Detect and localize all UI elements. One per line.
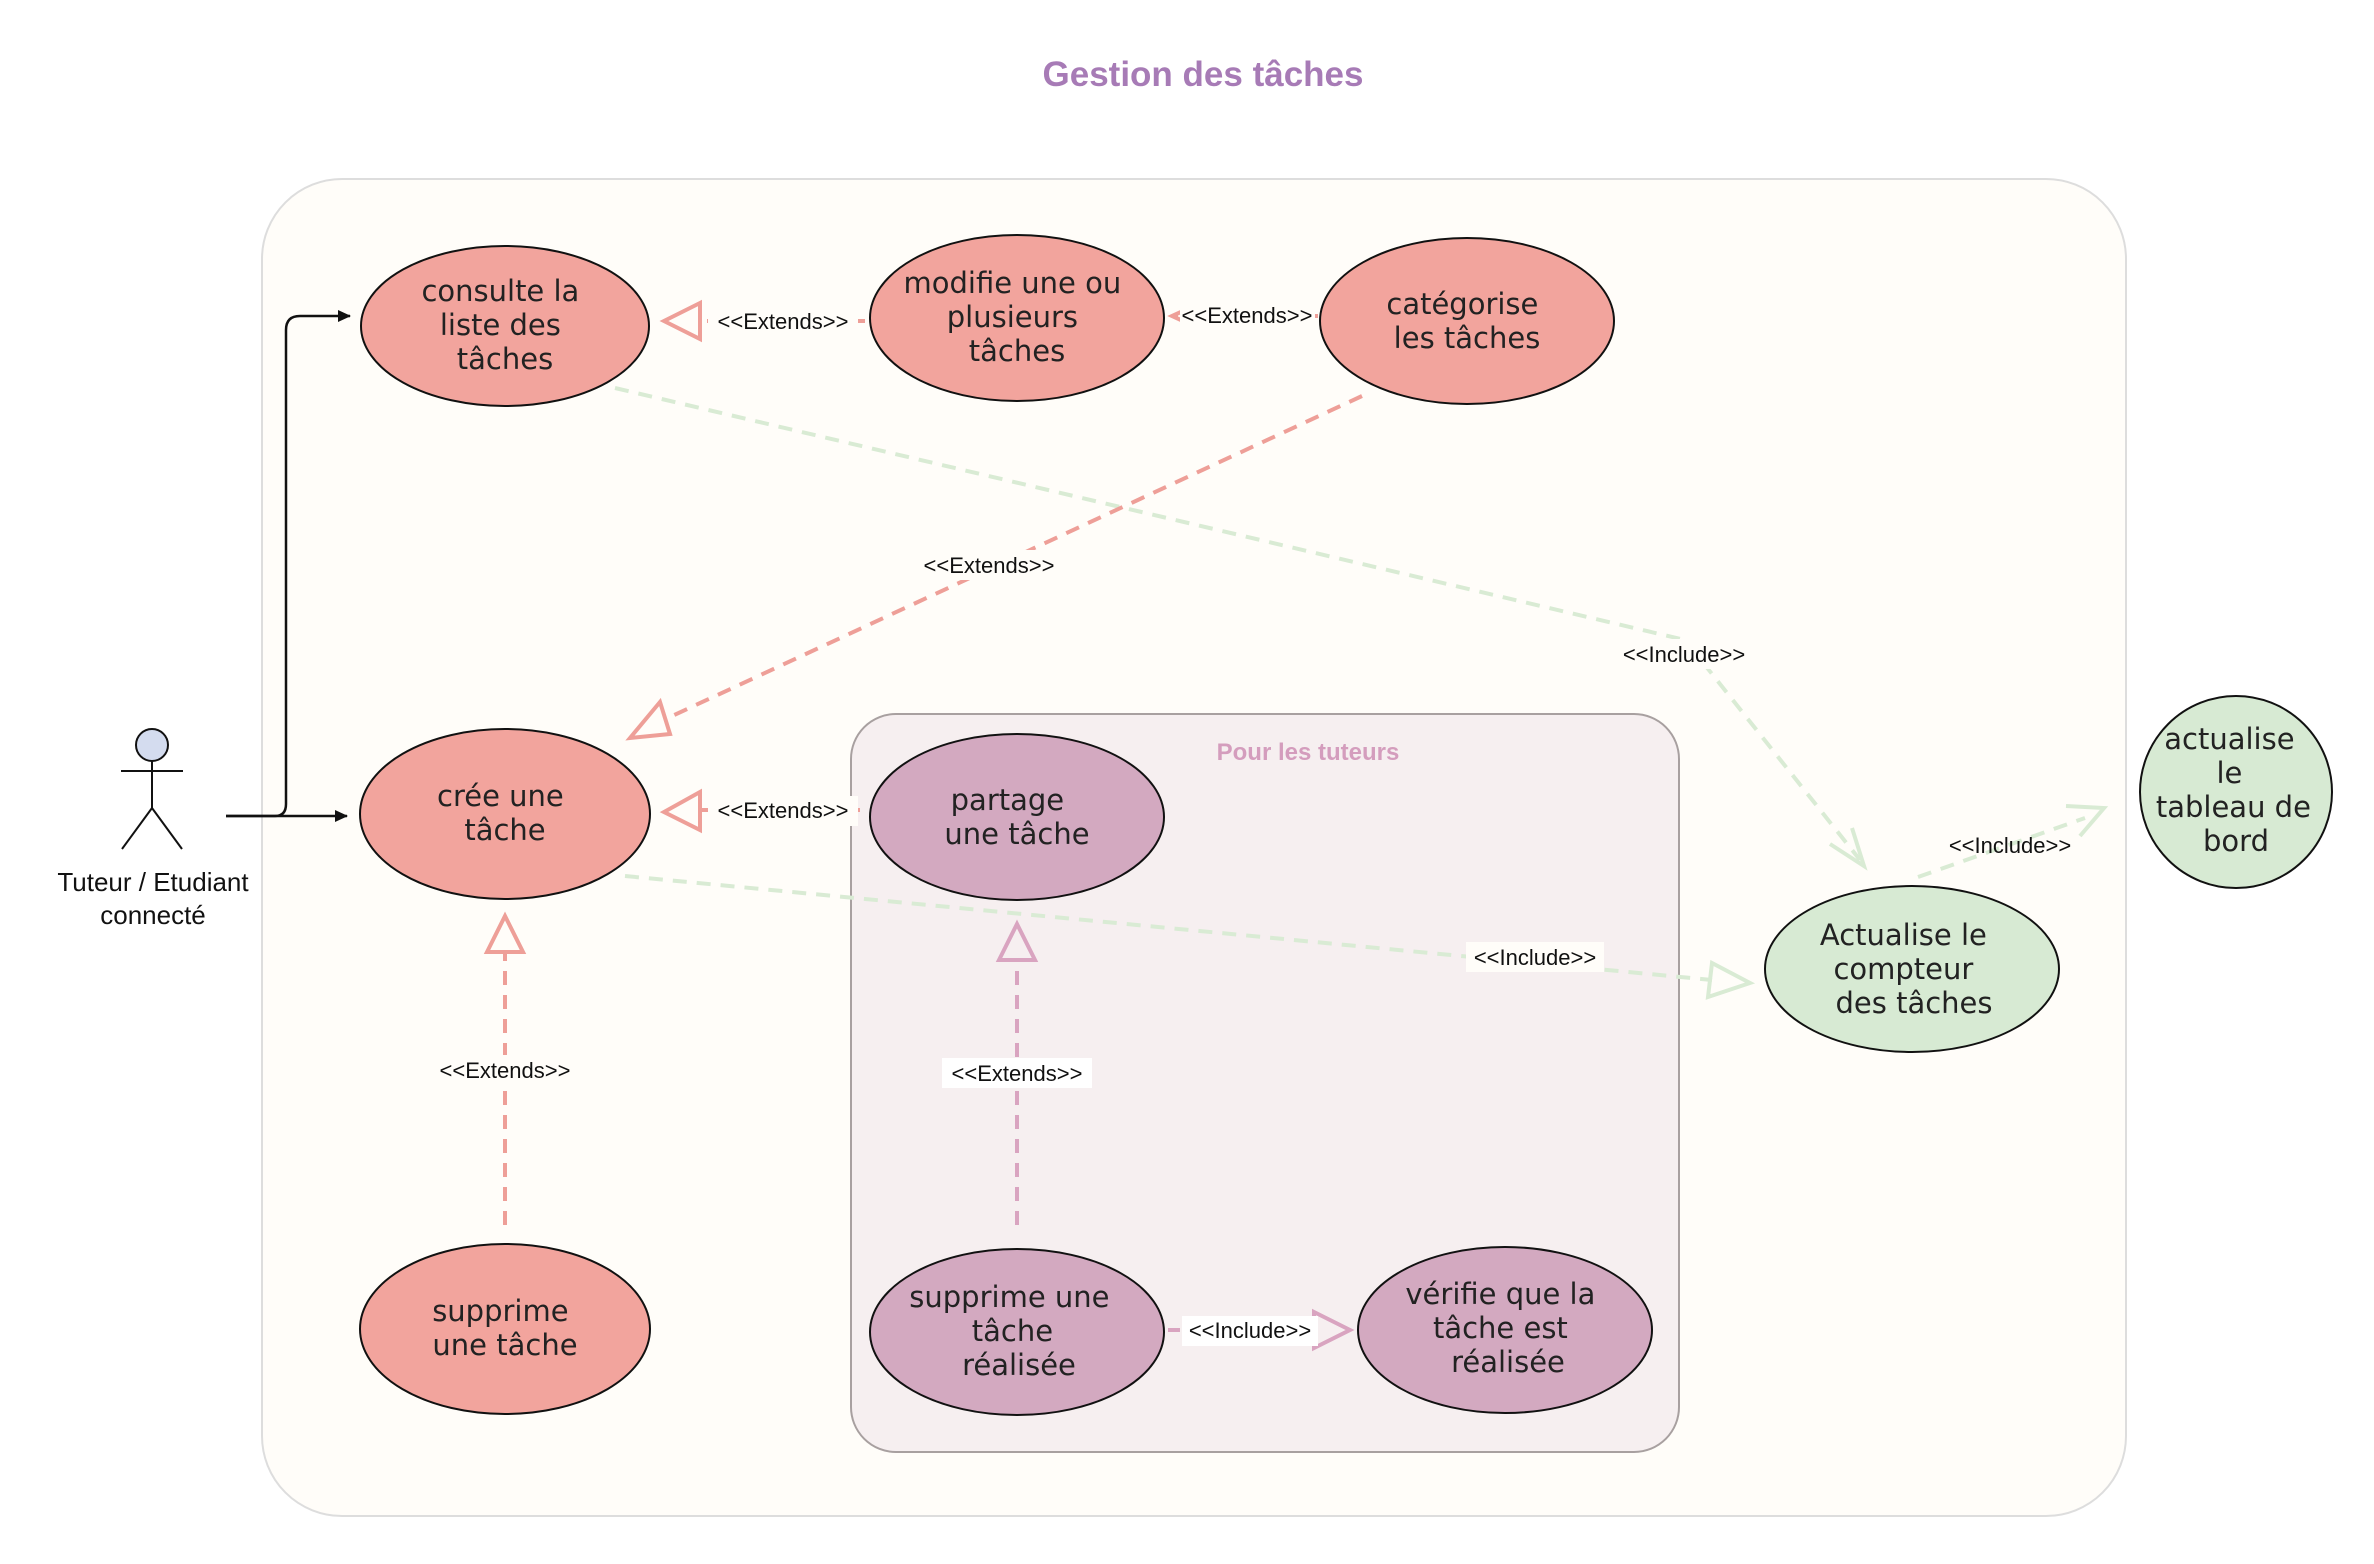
svg-text:<<Include>>: <<Include>> (1949, 833, 2071, 858)
svg-text:<<Include>>: <<Include>> (1474, 945, 1596, 970)
actor-label-line2: connecté (100, 900, 206, 930)
relation-partage-cree: <<Extends>> (659, 788, 860, 834)
relation-compteur-tableau: <<Include>> (1917, 804, 2109, 879)
svg-text:<<Extends>>: <<Extends>> (924, 553, 1055, 578)
svg-text:<<Include>>: <<Include>> (1623, 642, 1745, 667)
svg-text:<<Extends>>: <<Extends>> (718, 309, 849, 334)
svg-text:consulte la liste des: consulte la liste des tâches (421, 274, 588, 376)
actor-left-leg (121, 807, 153, 850)
relation-supprime-cree: <<Extends>> (430, 911, 580, 1225)
use-case-verifie[interactable]: vérifie que la tâche est réalisée (1357, 1246, 1653, 1414)
svg-text:modifie une ou plusieurs: modifie une ou plusieurs tâches (904, 266, 1131, 368)
svg-text:supprime une tâche: supprime une tâche (432, 1294, 578, 1362)
use-case-categorise[interactable]: catégorise les tâches (1319, 237, 1615, 405)
use-case-tableau[interactable]: actualise le tableau de bord (2139, 695, 2333, 889)
tutor-group-border (850, 713, 1680, 1453)
svg-text:Actualise le compteur: Actualise le compteur des tâches (1820, 918, 1996, 1020)
svg-text:<<Include>>: <<Include>> (1189, 1318, 1311, 1343)
svg-text:crée une tâche: crée une tâche (437, 779, 573, 847)
use-case-modifie[interactable]: modifie une ou plusieurs tâches (869, 234, 1165, 402)
use-case-compteur[interactable]: Actualise le compteur des tâches (1764, 885, 2060, 1053)
svg-text:partage une tâche: partage une tâche (944, 783, 1089, 851)
use-case-supprime-realisee[interactable]: supprime une tâche réalisée (869, 1248, 1165, 1416)
svg-text:<<Extends>>: <<Extends>> (952, 1061, 1083, 1086)
tutor-group-title: Pour les tuteurs (1217, 739, 1400, 766)
svg-text:vérifie que la tâche est: vérifie que la tâche est réalisée (1405, 1277, 1604, 1379)
use-case-partage[interactable]: partage une tâche (869, 733, 1165, 901)
actor-label-line1: Tuteur / Etudiant (57, 867, 249, 897)
actor-right-leg (151, 807, 183, 850)
use-case-cree[interactable]: crée une tâche (359, 728, 651, 900)
relation-categorise-modifie: <<Extends>> (1167, 302, 1318, 332)
actor-head (135, 728, 169, 762)
svg-text:actualise le table: actualise le tableau de bord (2156, 722, 2320, 858)
relation-supprime-realisee-verifie: <<Include>> (1168, 1308, 1355, 1352)
svg-text:<<Extends>>: <<Extends>> (440, 1058, 571, 1083)
use-case-consulte[interactable]: consulte la liste des tâches (360, 245, 650, 407)
actor-associations (226, 310, 351, 822)
svg-text:<<Extends>>: <<Extends>> (718, 798, 849, 823)
diagram-title: Gestion des tâches (1043, 55, 1364, 94)
actor[interactable]: Tuteur / Etudiant connecté (57, 728, 249, 930)
relation-supprime-realisee-partage: <<Extends>> (942, 919, 1092, 1225)
relation-categorise-cree: <<Extends>> (625, 394, 1363, 741)
svg-text:catégorise les tâches: catégorise les tâches (1386, 287, 1547, 355)
relation-consulte-compteur: <<Include>> (614, 386, 1868, 871)
svg-text:supprime une tâche: supprime une tâche réalisée (909, 1280, 1118, 1382)
use-case-supprime[interactable]: supprime une tâche (359, 1243, 651, 1415)
relation-cree-compteur: <<Include>> (624, 874, 1756, 1000)
relation-modifie-consulte: <<Extends>> (659, 299, 865, 343)
system-boundary-stroke (261, 178, 2127, 1517)
svg-text:<<Extends>>: <<Extends>> (1182, 303, 1313, 328)
